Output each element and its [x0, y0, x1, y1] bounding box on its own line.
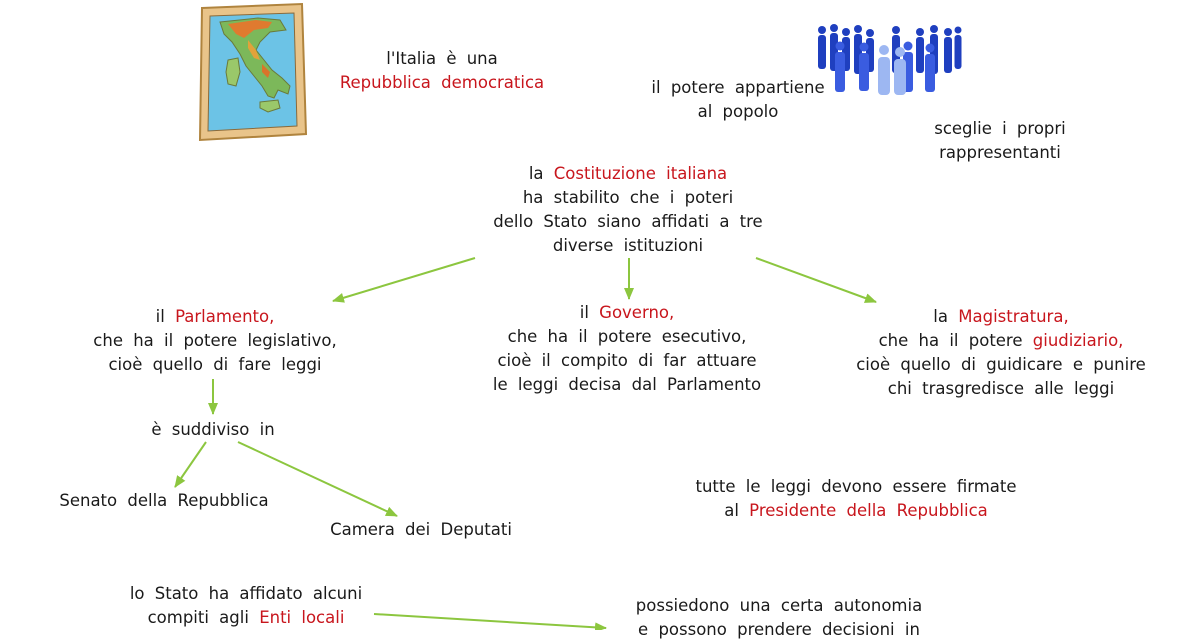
presidente-line2-pre: al [724, 501, 750, 520]
popolo-line2: al popolo [697, 102, 779, 121]
enti-node: lo Stato ha affidato alcuni compiti agli… [104, 582, 388, 630]
popolo-node: il potere appartiene al popolo [636, 76, 840, 124]
governo-line1-hl: Governo, [599, 303, 675, 322]
costituzione-line4: diverse istituzioni [552, 236, 704, 255]
costituzione-line1-hl: Costituzione italiana [553, 164, 728, 183]
magistratura-node: la Magistratura, che ha il potere giudiz… [826, 305, 1176, 401]
parlamento-node: il Parlamento, che ha il potere legislat… [66, 305, 364, 377]
arrow-to-parlamento [332, 257, 476, 303]
senato-line1: Senato della Repubblica [59, 491, 269, 510]
parlamento-line1-hl: Parlamento, [175, 307, 275, 326]
presidente-line2-hl: Presidente della Repubblica [749, 501, 988, 520]
enti-line2-pre: compiti agli [147, 608, 260, 627]
costituzione-node: la Costituzione italiana ha stabilito ch… [470, 162, 786, 258]
governo-line3: cioè il compito di far attuare [497, 351, 757, 370]
magistratura-line1-pre: la [933, 307, 959, 326]
parlamento-line2: che ha il potere legislativo, [93, 331, 337, 350]
enti-line2-hl: Enti locali [259, 608, 345, 627]
presidente-line1: tutte le leggi devono essere firmate [695, 477, 1017, 496]
italia-line1: l'Italia è una [386, 49, 498, 68]
costituzione-line1-pre: la [528, 164, 554, 183]
parlamento-line3: cioè quello di fare leggi [108, 355, 322, 374]
arrow-to-senato [174, 441, 207, 488]
arrow-to-autonomia [373, 613, 607, 630]
costituzione-line2: ha stabilito che i poteri [522, 188, 734, 207]
senato-node: Senato della Repubblica [34, 489, 294, 513]
italia-line2: Repubblica democratica [339, 73, 545, 92]
rappresentanti-line1: sceglie i propri [934, 119, 1066, 138]
magistratura-line1-hl: Magistratura, [958, 307, 1069, 326]
people-crowd-picture [818, 24, 962, 95]
suddiviso-line1: è suddiviso in [151, 420, 275, 439]
autonomia-line1: possiedono una certa autonomia [635, 596, 923, 615]
arrow-to-magistratura [755, 257, 877, 303]
popolo-line1: il potere appartiene [651, 78, 825, 97]
governo-line1-pre: il [579, 303, 600, 322]
camera-line1: Camera dei Deputati [330, 520, 512, 539]
magistratura-line4: chi trasgredisce alle leggi [887, 379, 1115, 398]
governo-line2: che ha il potere esecutivo, [507, 327, 747, 346]
rappresentanti-line2: rappresentanti [939, 143, 1061, 162]
italy-map-picture [198, 2, 308, 142]
magistratura-line2-pre: che ha il potere [878, 331, 1033, 350]
autonomia-node: possiedono una certa autonomia e possono… [610, 594, 948, 642]
camera-node: Camera dei Deputati [308, 518, 534, 542]
magistratura-line2-hl: giudiziario, [1032, 331, 1124, 350]
arrow-to-camera [237, 441, 398, 517]
magistratura-line3: cioè quello di guidicare e punire [856, 355, 1146, 374]
parlamento-line1-pre: il [155, 307, 176, 326]
presidente-node: tutte le leggi devono essere firmate al … [666, 475, 1046, 523]
rappresentanti-node: sceglie i propri rappresentanti [918, 117, 1082, 165]
governo-node: il Governo, che ha il potere esecutivo, … [470, 301, 784, 397]
enti-line1: lo Stato ha affidato alcuni [129, 584, 363, 603]
italia-node: l'Italia è una Repubblica democratica [326, 47, 558, 95]
governo-line4: le leggi decisa dal Parlamento [492, 375, 762, 394]
suddiviso-node: è suddiviso in [118, 418, 308, 442]
autonomia-line2: e possono prendere decisioni in [638, 620, 920, 639]
costituzione-line3: dello Stato siano affidati a tre [493, 212, 763, 231]
